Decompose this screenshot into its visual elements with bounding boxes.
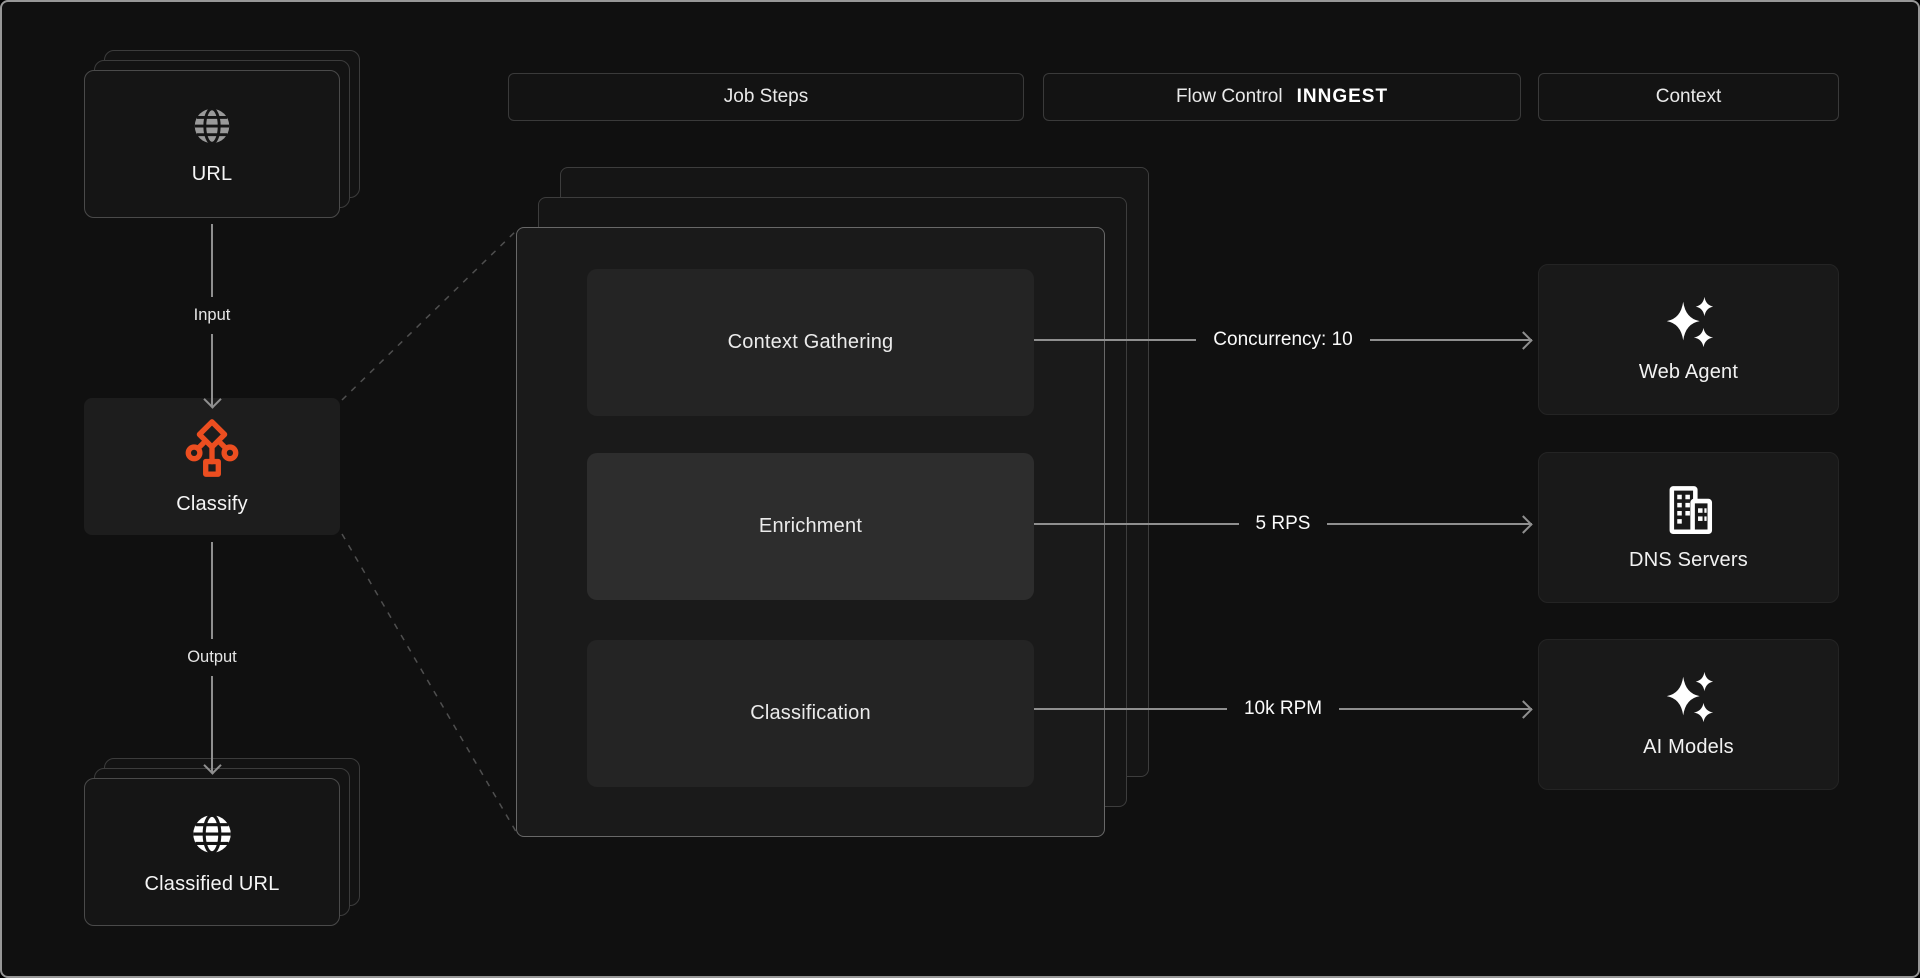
classify-card-label: Classify xyxy=(176,493,248,515)
arrow-right-icon xyxy=(1514,699,1533,719)
input-connector: Input xyxy=(132,224,292,409)
output-connector-line xyxy=(211,676,213,773)
url-card-label: URL xyxy=(191,162,233,185)
input-label: Input xyxy=(193,306,231,324)
ai-models-card: AI Models xyxy=(1538,639,1839,790)
flow-label: 10k RPM xyxy=(1243,698,1323,719)
flow-line xyxy=(1034,523,1239,525)
job-steps-header-label: Job Steps xyxy=(723,86,809,107)
flow-line xyxy=(1339,708,1533,710)
job-card: Context Gathering Enrichment Classificat… xyxy=(516,227,1105,837)
globe-icon xyxy=(194,106,230,145)
job-steps-header: Job Steps xyxy=(508,73,1024,121)
classify-card: Classify xyxy=(84,398,340,535)
output-label: Output xyxy=(187,648,237,666)
flow-rps: 5 RPS xyxy=(1034,509,1533,539)
input-connector-line xyxy=(211,224,213,297)
dns-servers-card: DNS Servers xyxy=(1538,452,1839,603)
building-icon xyxy=(1669,486,1712,535)
flow-line xyxy=(1034,339,1197,341)
url-card: URL xyxy=(84,70,340,218)
step-label: Classification xyxy=(750,702,871,724)
flow-line xyxy=(1327,523,1533,525)
arrow-down-icon xyxy=(202,390,222,409)
flow-control-header-label: Flow Control xyxy=(1175,86,1283,107)
web-agent-label: Web Agent xyxy=(1638,361,1739,383)
context-header-label: Context xyxy=(1655,86,1722,107)
flow-line xyxy=(1034,708,1227,710)
sparkles-icon xyxy=(1666,671,1713,723)
step-classification: Classification xyxy=(587,640,1034,787)
classified-url-card-label: Classified URL xyxy=(144,872,280,895)
dns-servers-label: DNS Servers xyxy=(1629,549,1748,571)
ai-models-label: AI Models xyxy=(1643,736,1734,758)
flow-concurrency: Concurrency: 10 xyxy=(1034,325,1533,355)
step-label: Context Gathering xyxy=(727,331,894,353)
arrow-down-icon xyxy=(202,756,222,775)
flow-control-header: Flow Control INNGEST xyxy=(1043,73,1521,121)
input-connector-line xyxy=(211,334,213,407)
output-connector-line xyxy=(211,542,213,639)
step-enrichment: Enrichment xyxy=(587,453,1034,600)
arrow-right-icon xyxy=(1514,330,1533,350)
context-header: Context xyxy=(1538,73,1839,121)
step-label: Enrichment xyxy=(758,515,863,537)
output-connector: Output xyxy=(132,542,292,775)
classify-workflow-icon xyxy=(185,419,239,477)
inngest-logo: INNGEST xyxy=(1296,86,1389,107)
web-agent-card: Web Agent xyxy=(1538,264,1839,415)
flow-rpm: 10k RPM xyxy=(1034,694,1533,724)
classified-url-card: Classified URL xyxy=(84,778,340,926)
flow-line xyxy=(1369,339,1532,341)
sparkles-icon xyxy=(1666,296,1713,348)
arrow-right-icon xyxy=(1514,514,1533,534)
flow-label: Concurrency: 10 xyxy=(1213,329,1353,350)
flow-label: 5 RPS xyxy=(1255,513,1311,534)
globe-icon xyxy=(193,813,231,854)
step-context-gathering: Context Gathering xyxy=(587,269,1034,416)
